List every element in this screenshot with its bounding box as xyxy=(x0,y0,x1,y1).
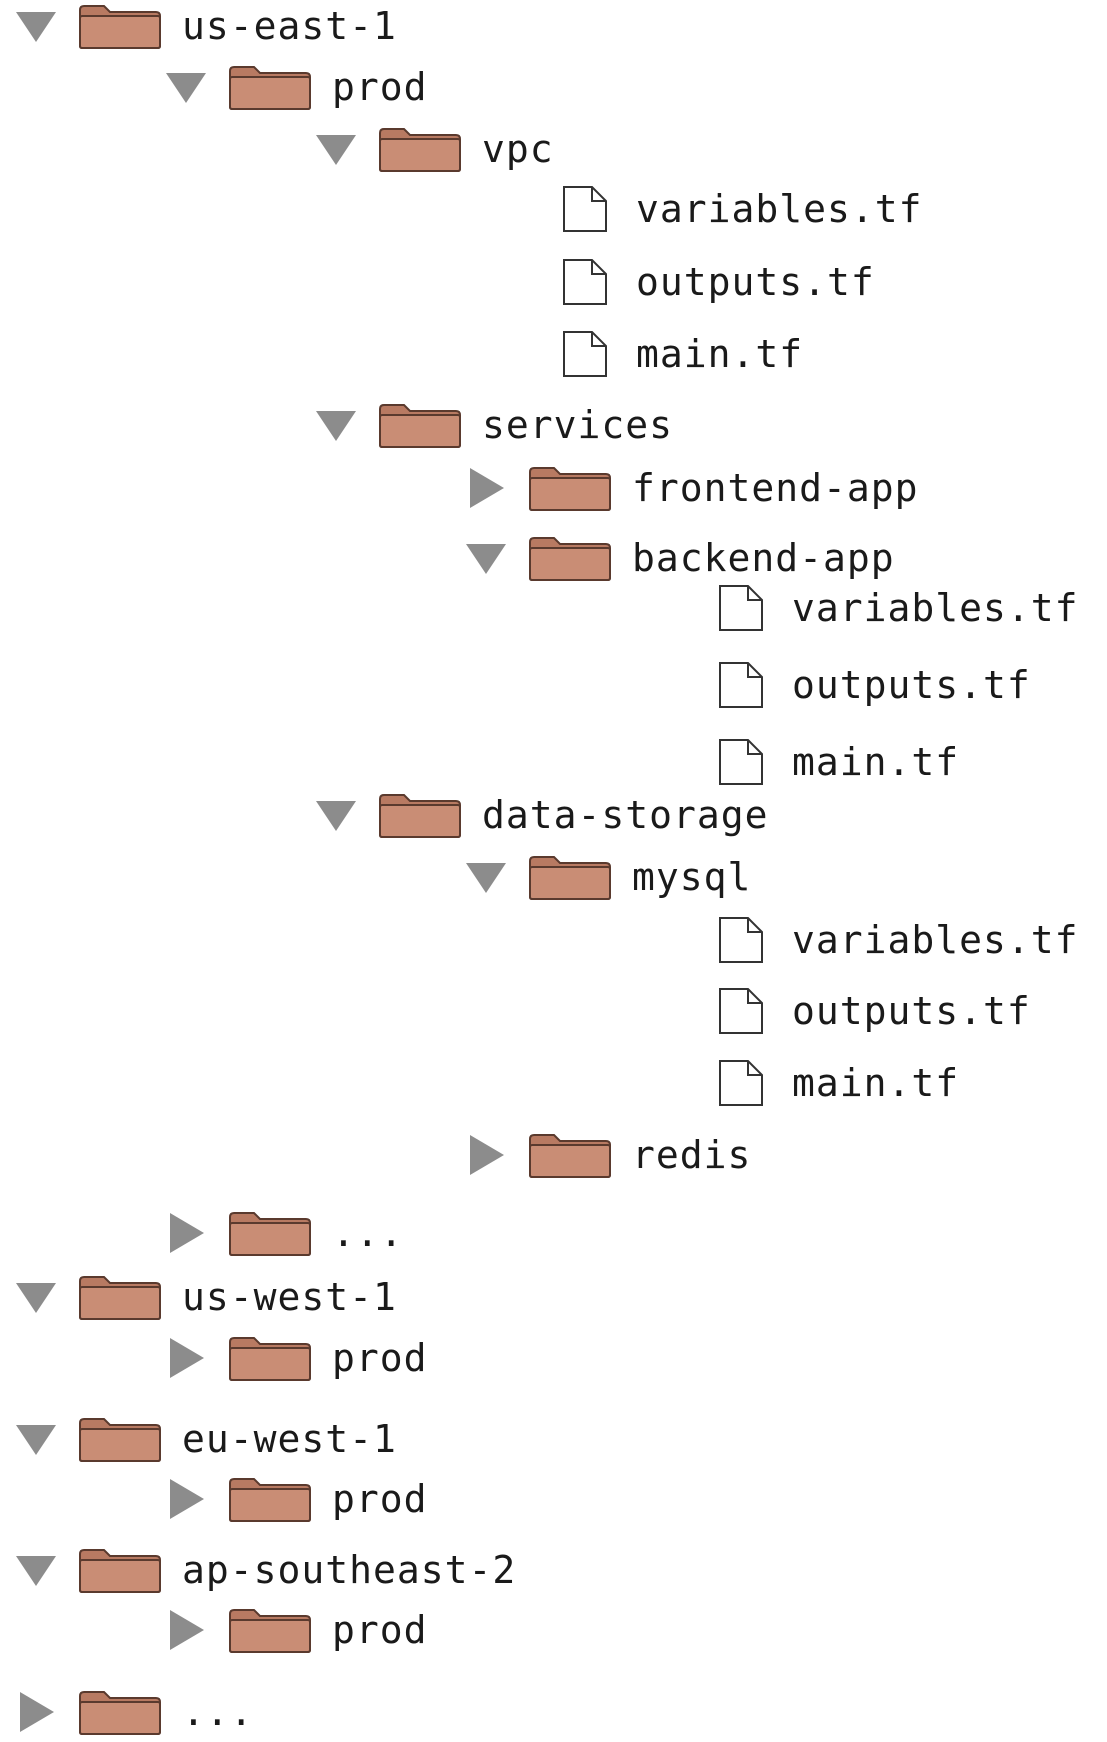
file-row[interactable]: main.tf xyxy=(718,732,959,792)
file-icon xyxy=(718,584,764,632)
folder-label: prod xyxy=(332,65,428,109)
expanded-arrow-icon[interactable] xyxy=(164,65,208,109)
collapsed-arrow-icon[interactable] xyxy=(164,1477,208,1521)
folder-row[interactable]: ... xyxy=(164,1203,404,1263)
folder-icon xyxy=(78,1273,162,1321)
folder-icon xyxy=(378,401,462,449)
folder-label: mysql xyxy=(632,855,752,899)
file-label: outputs.tf xyxy=(792,989,1031,1033)
file-row[interactable]: main.tf xyxy=(562,324,803,384)
folder-label: services xyxy=(482,403,674,447)
folder-row[interactable]: backend-app xyxy=(464,528,895,588)
folder-label: prod xyxy=(332,1608,428,1652)
folder-label: backend-app xyxy=(632,536,895,580)
folder-icon xyxy=(228,1606,312,1654)
expanded-arrow-icon[interactable] xyxy=(14,4,58,48)
folder-icon xyxy=(228,1209,312,1257)
file-icon xyxy=(562,330,608,378)
folder-icon xyxy=(78,1546,162,1594)
file-label: variables.tf xyxy=(792,586,1079,630)
folder-row[interactable]: eu-west-1 xyxy=(14,1409,397,1469)
file-icon xyxy=(718,916,764,964)
folder-icon xyxy=(378,791,462,839)
file-icon xyxy=(718,738,764,786)
folder-icon xyxy=(78,1415,162,1463)
folder-row[interactable]: services xyxy=(314,395,673,455)
folder-row[interactable]: mysql xyxy=(464,847,751,907)
file-icon xyxy=(562,185,608,233)
folder-icon xyxy=(228,1475,312,1523)
file-icon xyxy=(718,661,764,709)
folder-icon xyxy=(378,125,462,173)
folder-row[interactable]: prod xyxy=(164,57,428,117)
folder-label: data-storage xyxy=(482,793,769,837)
folder-icon xyxy=(78,2,162,50)
folder-icon xyxy=(528,464,612,512)
folder-row[interactable]: data-storage xyxy=(314,785,769,845)
expanded-arrow-icon[interactable] xyxy=(464,536,508,580)
expanded-arrow-icon[interactable] xyxy=(314,127,358,171)
file-row[interactable]: variables.tf xyxy=(562,179,923,239)
collapsed-arrow-icon[interactable] xyxy=(14,1690,58,1734)
folder-label: prod xyxy=(332,1477,428,1521)
folder-icon xyxy=(528,1131,612,1179)
file-label: variables.tf xyxy=(636,187,923,231)
folder-label: ... xyxy=(332,1211,404,1255)
folder-row[interactable]: prod xyxy=(164,1600,428,1660)
folder-label: us-east-1 xyxy=(182,4,397,48)
file-icon xyxy=(718,987,764,1035)
file-label: main.tf xyxy=(792,1061,960,1105)
folder-icon xyxy=(228,1334,312,1382)
file-label: outputs.tf xyxy=(792,663,1031,707)
collapsed-arrow-icon[interactable] xyxy=(164,1336,208,1380)
folder-label: redis xyxy=(632,1133,752,1177)
folder-row[interactable]: us-east-1 xyxy=(14,0,397,56)
folder-label: ... xyxy=(182,1690,254,1734)
file-row[interactable]: outputs.tf xyxy=(562,252,875,312)
folder-label: vpc xyxy=(482,127,554,171)
file-row[interactable]: variables.tf xyxy=(718,910,1079,970)
folder-label: prod xyxy=(332,1336,428,1380)
collapsed-arrow-icon[interactable] xyxy=(464,466,508,510)
folder-row[interactable]: redis xyxy=(464,1125,751,1185)
expanded-arrow-icon[interactable] xyxy=(314,793,358,837)
folder-icon xyxy=(528,534,612,582)
folder-label: frontend-app xyxy=(632,466,919,510)
folder-icon xyxy=(228,63,312,111)
file-icon xyxy=(562,258,608,306)
file-icon xyxy=(718,1059,764,1107)
folder-icon xyxy=(78,1688,162,1736)
expanded-arrow-icon[interactable] xyxy=(14,1548,58,1592)
file-row[interactable]: outputs.tf xyxy=(718,981,1031,1041)
expanded-arrow-icon[interactable] xyxy=(14,1417,58,1461)
expanded-arrow-icon[interactable] xyxy=(14,1275,58,1319)
folder-row[interactable]: ... xyxy=(14,1682,254,1742)
file-label: outputs.tf xyxy=(636,260,875,304)
folder-row[interactable]: frontend-app xyxy=(464,458,919,518)
file-label: variables.tf xyxy=(792,918,1079,962)
folder-row[interactable]: us-west-1 xyxy=(14,1267,397,1327)
folder-label: eu-west-1 xyxy=(182,1417,397,1461)
collapsed-arrow-icon[interactable] xyxy=(164,1608,208,1652)
expanded-arrow-icon[interactable] xyxy=(464,855,508,899)
folder-label: ap-southeast-2 xyxy=(182,1548,517,1592)
file-label: main.tf xyxy=(636,332,804,376)
folder-icon xyxy=(528,853,612,901)
collapsed-arrow-icon[interactable] xyxy=(464,1133,508,1177)
folder-row[interactable]: prod xyxy=(164,1328,428,1388)
folder-row[interactable]: prod xyxy=(164,1469,428,1529)
file-row[interactable]: outputs.tf xyxy=(718,655,1031,715)
file-label: main.tf xyxy=(792,740,960,784)
file-row[interactable]: variables.tf xyxy=(718,578,1079,638)
folder-label: us-west-1 xyxy=(182,1275,397,1319)
file-row[interactable]: main.tf xyxy=(718,1053,959,1113)
folder-row[interactable]: vpc xyxy=(314,119,554,179)
expanded-arrow-icon[interactable] xyxy=(314,403,358,447)
collapsed-arrow-icon[interactable] xyxy=(164,1211,208,1255)
folder-row[interactable]: ap-southeast-2 xyxy=(14,1540,516,1600)
